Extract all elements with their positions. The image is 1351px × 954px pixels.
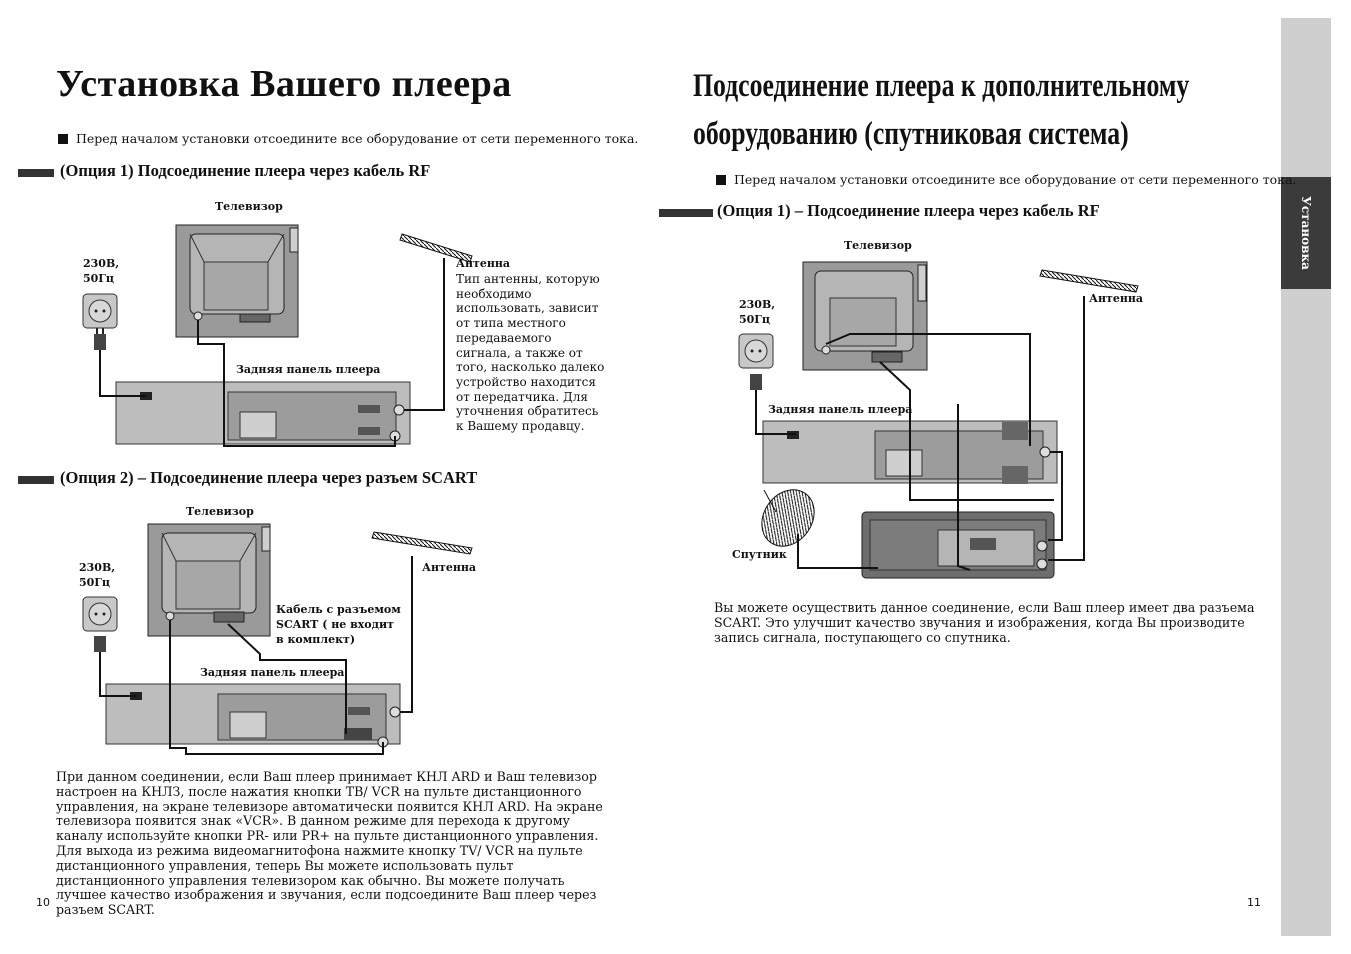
page-title-right: Подсоединение плеера к дополнительному о… — [693, 62, 1189, 158]
section-bar — [659, 209, 713, 217]
power-label: 230В, — [79, 561, 116, 574]
antenna-title: Антенна — [422, 561, 477, 574]
page-number-left: 10 — [36, 896, 50, 909]
player-back-panel — [115, 381, 411, 445]
tv-illustration — [147, 523, 271, 637]
power-socket — [82, 293, 118, 350]
side-strip — [1281, 18, 1331, 936]
antenna-title: Антенна — [456, 257, 511, 270]
body-paragraph-right: Вы можете осуществить данное соединение,… — [714, 600, 1255, 645]
bullet-square-icon — [716, 175, 726, 185]
back-panel-label: Задняя панель плеера — [236, 363, 381, 376]
cable-label: в комплект) — [276, 633, 356, 646]
page-title-right-line1: Подсоединение плеера к дополнительному — [693, 68, 1190, 104]
tv-label: Телевизор — [844, 239, 912, 252]
cable-label: Кабель с разъемом — [276, 603, 401, 616]
power-label: 230В, — [739, 298, 776, 311]
back-panel-label: Задняя панель плеера — [200, 666, 345, 679]
tv-illustration — [175, 224, 299, 338]
diagram1 — [82, 224, 473, 447]
note-left: Перед началом установки отсоедините все … — [58, 131, 638, 146]
antenna-illustration — [399, 233, 473, 263]
diagram3 — [738, 261, 1139, 579]
power-label: 230В, — [83, 257, 120, 270]
tv-label: Телевизор — [215, 200, 283, 213]
back-panel-label: Задняя панель плеера — [768, 403, 913, 416]
power-socket — [738, 333, 774, 390]
antenna-illustration — [371, 531, 473, 555]
satellite-label: Спутник — [732, 548, 787, 561]
page-title-left: Установка Вашего плеера — [56, 63, 512, 105]
note-right: Перед началом установки отсоедините все … — [716, 172, 1296, 187]
bullet-square-icon — [58, 134, 68, 144]
note-right-text: Перед началом установки отсоедините все … — [734, 172, 1297, 187]
body-paragraph-left: При данном соединении, если Ваш плеер пр… — [56, 769, 603, 918]
page-title-right-line2: оборудованию (спутниковая система) — [693, 116, 1129, 152]
section-option1-left-text: (Опция 1) Подсоединение плеера через каб… — [60, 161, 431, 180]
page-number-right: 11 — [1247, 896, 1261, 909]
power-label: 50Гц — [739, 313, 771, 326]
antenna-illustration — [1039, 269, 1139, 293]
section-bar — [18, 476, 54, 484]
section-option2-left: (Опция 2) – Подсоединение плеера через р… — [18, 468, 478, 488]
note-left-text: Перед началом установки отсоедините все … — [76, 131, 639, 146]
player-back-panel — [105, 683, 401, 748]
power-socket — [82, 596, 118, 652]
antenna-description: Тип антенны, которую необходимо использо… — [456, 272, 605, 434]
tv-label: Телевизор — [186, 505, 254, 518]
section-bar — [18, 169, 54, 177]
power-label: 50Гц — [79, 576, 111, 589]
satellite-dish — [761, 489, 815, 547]
side-tab-setup[interactable]: Установка — [1281, 177, 1331, 289]
tv-illustration — [802, 261, 928, 371]
section-option2-left-text: (Опция 2) – Подсоединение плеера через р… — [60, 468, 478, 487]
power-label: 50Гц — [83, 272, 115, 285]
diagram2 — [82, 523, 473, 755]
antenna-title: Антенна — [1089, 292, 1144, 305]
cable-label: SCART ( не входит — [276, 618, 394, 631]
section-option1-right-text: (Опция 1) – Подсоединение плеера через к… — [717, 201, 1100, 220]
section-option1-right: (Опция 1) – Подсоединение плеера через к… — [659, 201, 1100, 221]
section-option1-left: (Опция 1) Подсоединение плеера через каб… — [18, 161, 431, 181]
